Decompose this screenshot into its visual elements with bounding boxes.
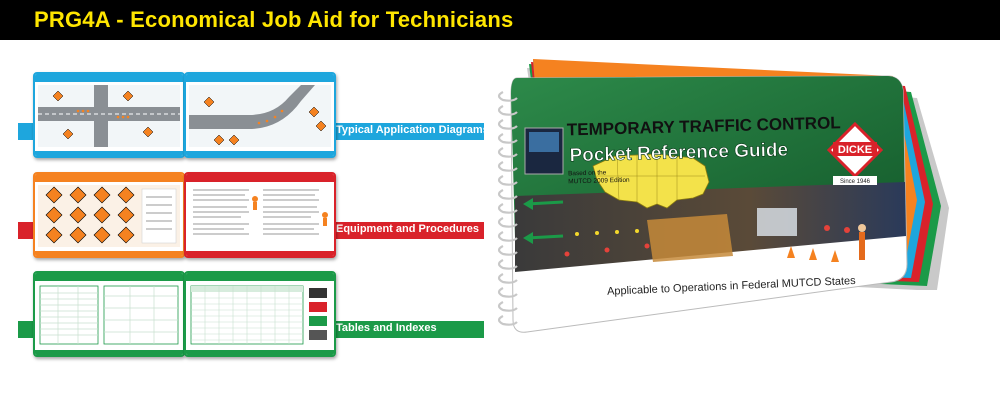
- section-label-tables: Tables and Indexes: [336, 322, 437, 334]
- table-page-right: [184, 271, 336, 357]
- diagram-page-right: [184, 72, 336, 158]
- edition-note-2: MUTCD 2009 Edition: [568, 177, 630, 186]
- flagging-procedure-text: [189, 185, 331, 247]
- brand-logo: DICKE: [838, 144, 872, 156]
- section-label-procedures: Equipment and Procedures: [336, 223, 480, 235]
- procedure-page-left: [33, 172, 185, 258]
- diagram-page-left: [33, 72, 185, 158]
- spacing-table: [38, 284, 180, 346]
- page-title: PRG4A - Economical Job Aid for Technicia…: [34, 7, 514, 32]
- brand-since: Since 1946: [840, 179, 871, 185]
- pocket-guide-cover: DICKE Since 1946 TEMPORARY TRAFFIC CONTR…: [497, 59, 949, 333]
- taper-length-table: [189, 284, 331, 346]
- road-diagram-intersection: [38, 85, 180, 147]
- road-diagram-curve: [189, 85, 331, 147]
- header-bar: PRG4A - Economical Job Aid for Technicia…: [0, 0, 1000, 40]
- warning-signs-grid: [38, 185, 180, 247]
- procedure-page-right: [184, 172, 336, 258]
- edition-note-1: Based on the: [568, 169, 607, 177]
- table-page-left: [33, 271, 185, 357]
- section-label-diagrams: Typical Application Diagrams: [336, 124, 489, 136]
